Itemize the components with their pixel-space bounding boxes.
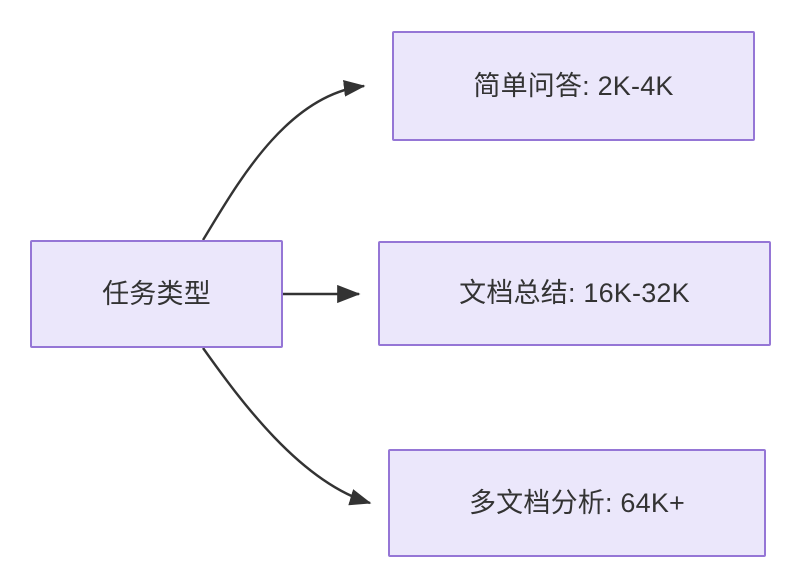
node-doc-summary[interactable]: 文档总结: 16K-32K	[378, 241, 771, 346]
node-doc-summary-label: 文档总结: 16K-32K	[459, 278, 690, 309]
node-multi-doc[interactable]: 多文档分析: 64K+	[388, 449, 766, 557]
edge-root-to-multi-doc	[202, 347, 372, 506]
edge-root-to-simple-qa	[201, 79, 366, 241]
node-task-type[interactable]: 任务类型	[30, 240, 283, 348]
node-simple-qa[interactable]: 简单问答: 2K-4K	[392, 31, 755, 141]
node-task-type-label: 任务类型	[102, 278, 211, 309]
node-simple-qa-label: 简单问答: 2K-4K	[473, 70, 674, 101]
node-multi-doc-label: 多文档分析: 64K+	[468, 487, 685, 518]
